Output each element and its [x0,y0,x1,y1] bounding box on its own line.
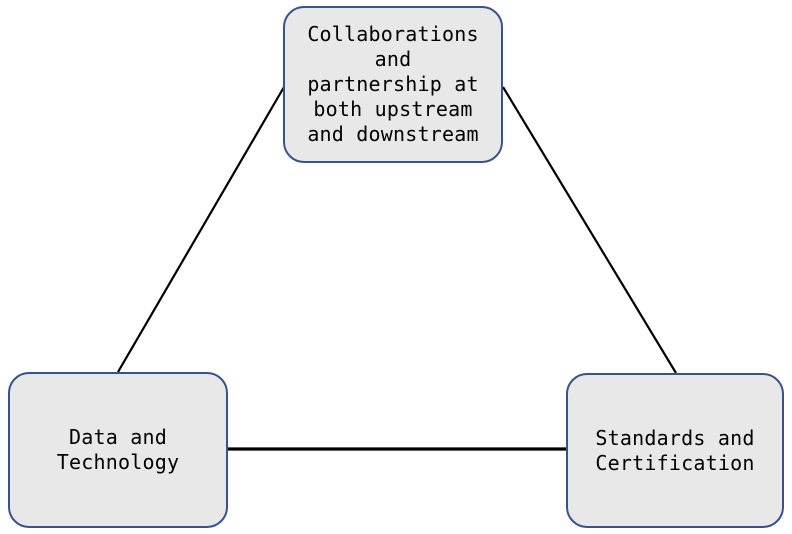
node-data-technology-label: Data and Technology [56,425,180,474]
connector-top-to-bottom-right [502,86,677,374]
node-standards-certification: Standards and Certification [566,373,784,528]
node-data-technology: Data and Technology [8,372,228,528]
node-collaborations-partnership: Collaborations and partnership at both u… [283,6,503,163]
node-collaborations-partnership-label: Collaborations and partnership at both u… [307,22,479,146]
node-standards-certification-label: Standards and Certification [595,425,755,475]
connector-top-to-bottom-left [117,86,285,373]
